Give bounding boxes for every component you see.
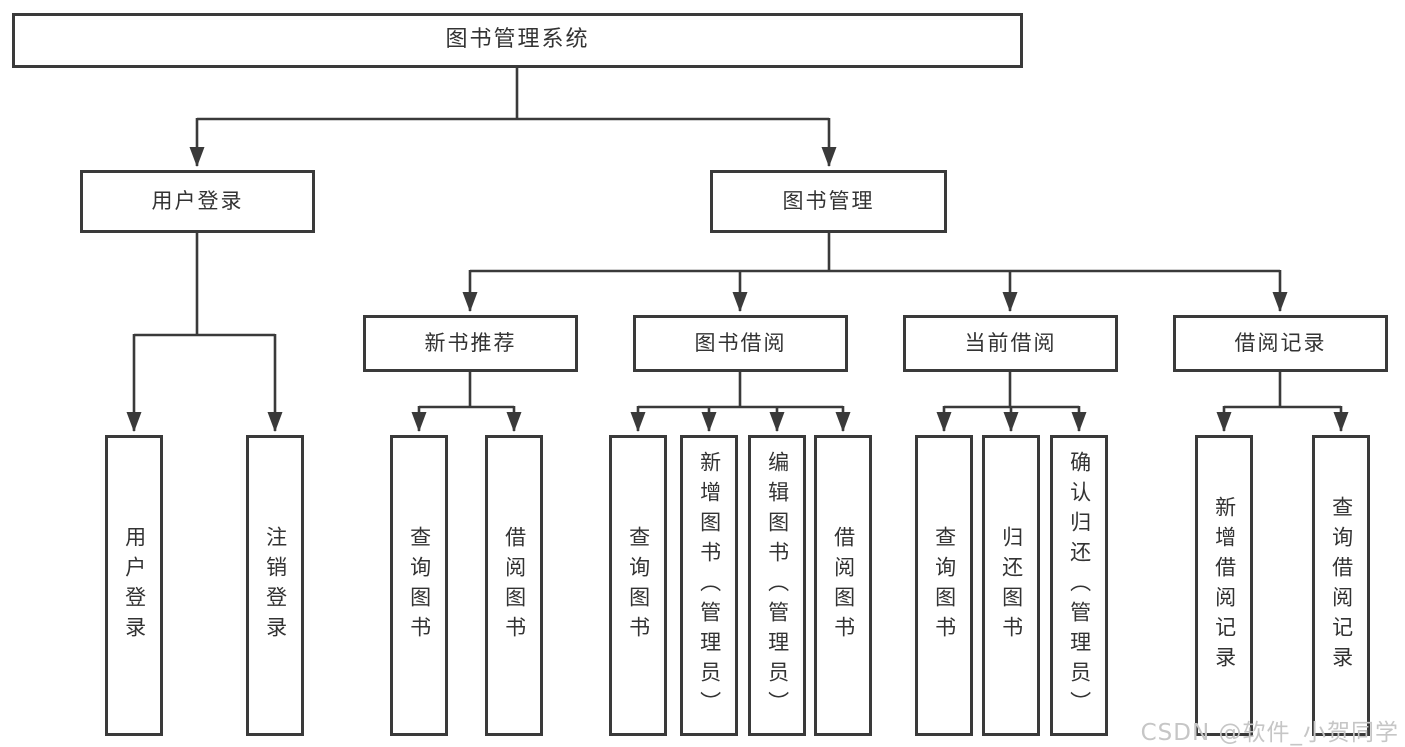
node-label: 新增借阅记录	[1212, 495, 1237, 676]
leaf-br-add-record: 新增借阅记录	[1195, 435, 1253, 736]
leaf-logout-login: 注销登录	[246, 435, 304, 736]
node-label: 查询借阅记录	[1329, 495, 1354, 676]
node-label: 新书推荐	[424, 330, 517, 355]
node-label: 当前借阅	[964, 330, 1057, 355]
node-label: 查询图书	[407, 525, 432, 646]
node-label: 借阅图书	[831, 525, 856, 646]
node-borrow-records: 借阅记录	[1173, 315, 1388, 372]
node-label: 注销登录	[263, 525, 288, 646]
node-book-borrow: 图书借阅	[633, 315, 848, 372]
leaf-bb-add-books-admin: 新增图书（管理员）	[680, 435, 738, 736]
leaf-nbr-borrow-books: 借阅图书	[485, 435, 543, 736]
node-library-management-system: 图书管理系统	[12, 13, 1023, 68]
node-label: 图书管理	[782, 188, 875, 213]
leaf-cb-confirm-return-admin: 确认归还（管理员）	[1050, 435, 1108, 736]
node-user-login: 用户登录	[80, 170, 315, 233]
leaf-bb-borrow-books: 借阅图书	[814, 435, 872, 736]
leaf-br-query-record: 查询借阅记录	[1312, 435, 1370, 736]
node-label: 查询图书	[932, 525, 957, 646]
node-label: 借阅图书	[502, 525, 527, 646]
leaf-cb-query-books: 查询图书	[915, 435, 973, 736]
node-new-book-recommend: 新书推荐	[363, 315, 578, 372]
node-label: 编辑图书（管理员）	[765, 450, 790, 721]
node-label: 图书管理系统	[445, 27, 590, 53]
leaf-bb-edit-books-admin: 编辑图书（管理员）	[748, 435, 806, 736]
node-label: 借阅记录	[1234, 330, 1327, 355]
node-label: 用户登录	[151, 188, 244, 213]
node-label: 归还图书	[999, 525, 1024, 646]
leaf-user-login: 用户登录	[105, 435, 163, 736]
leaf-bb-query-books: 查询图书	[609, 435, 667, 736]
node-book-management: 图书管理	[710, 170, 947, 233]
node-label: 查询图书	[626, 525, 651, 646]
node-label: 确认归还（管理员）	[1067, 450, 1092, 721]
node-label: 新增图书（管理员）	[697, 450, 722, 721]
node-current-borrow: 当前借阅	[903, 315, 1118, 372]
leaf-nbr-query-books: 查询图书	[390, 435, 448, 736]
csdn-watermark: CSDN @软件_小贺同学	[1140, 720, 1399, 746]
node-label: 图书借阅	[694, 330, 787, 355]
node-label: 用户登录	[122, 525, 147, 646]
leaf-cb-return-books: 归还图书	[982, 435, 1040, 736]
